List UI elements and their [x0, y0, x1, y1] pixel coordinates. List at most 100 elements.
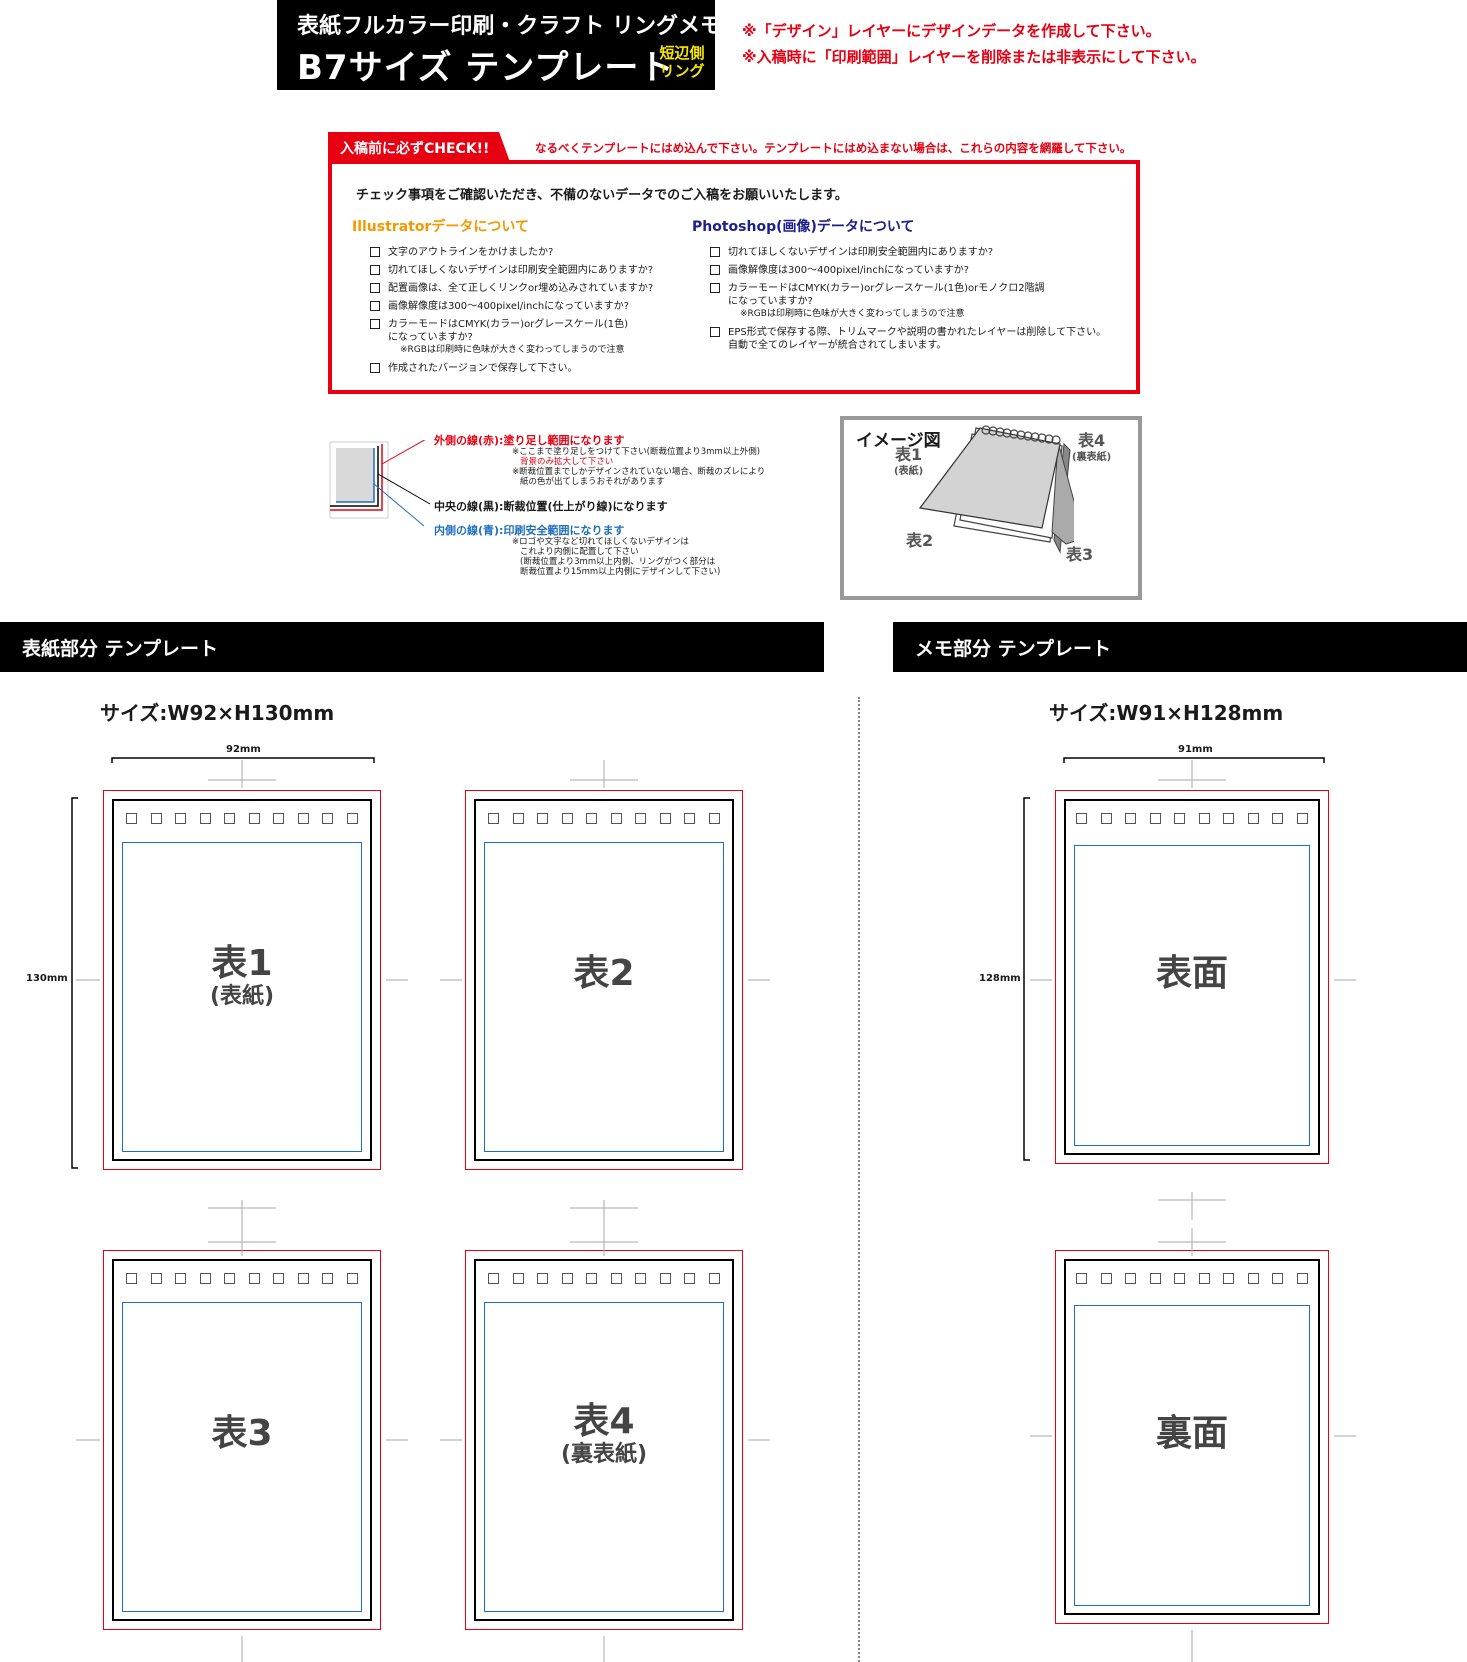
note-print-layer: ※入稿時に「印刷範囲」レイヤーを削除または非表示にして下さい。 — [742, 48, 1206, 66]
legend-inner-title: 内側の線(青):印刷安全範囲になります — [434, 524, 625, 537]
legend-middle-title: 中央の線(黒):断裁位置(仕上がり線)になります — [434, 500, 668, 513]
checkbox-icon[interactable] — [370, 265, 380, 275]
safe-area — [1074, 1305, 1310, 1606]
ring-holes — [126, 813, 358, 824]
image-label-1: 表1 (表紙) — [894, 445, 924, 477]
illustrator-checklist: 文字のアウトラインをかけましたか? 切れてほしくないデザインは印刷安全範囲内にあ… — [370, 246, 653, 380]
legend-inner-note1: ※ロゴや文字など切れてほしくないデザインは — [512, 537, 689, 547]
check-intro: チェック事項をご確認いただき、不備のないデータでのご入稿をお願いいたします。 — [356, 188, 848, 203]
safe-area — [484, 842, 724, 1152]
dimension-lines — [71, 757, 1325, 1169]
panel-label: 表2 — [573, 953, 635, 994]
list-item: 画像解像度は300〜400pixel/inchになっていますか? — [710, 264, 1106, 277]
safe-area — [484, 1302, 724, 1612]
list-item: 画像解像度は300〜400pixel/inchになっていますか? — [370, 300, 653, 313]
check-panel: チェック事項をご確認いただき、不備のないデータでのご入稿をお願いいたします。 I… — [328, 160, 1140, 394]
legend-inner-note4: 断裁位置より15mm以上内側にデザインして下さい) — [520, 567, 721, 577]
checkbox-icon[interactable] — [370, 301, 380, 311]
list-item: 切れてほしくないデザインは印刷安全範囲内にありますか? — [710, 246, 1106, 259]
memo-panel-back: 裏面 — [1055, 1250, 1329, 1624]
image-label-3: 表3 — [1066, 545, 1094, 564]
trim-line — [1064, 1259, 1320, 1615]
note-design-layer: ※「デザイン」レイヤーにデザインデータを作成して下さい。 — [742, 22, 1161, 40]
bleed-line — [1055, 790, 1329, 1164]
legend-outer-note2: 背景のみ拡大して下さい — [520, 457, 614, 467]
item-sub: になっていますか? — [728, 296, 813, 307]
list-item: 配置画像は、全て正しくリンクor埋め込みされていますか? — [370, 282, 653, 295]
image-label-4: 表4 (裏表紙) — [1072, 431, 1112, 463]
cover-section-title: 表紙部分 テンプレート — [0, 622, 824, 672]
trim-line — [474, 799, 734, 1161]
panel-label: 裏面 — [1155, 1413, 1228, 1454]
memo-size-label: サイズ:W91×H128mm — [1049, 701, 1284, 725]
panel-label: 表4 (裏表紙) — [560, 1401, 648, 1468]
badge-line2: リング — [659, 62, 705, 80]
legend-outer-title: 外側の線(赤):塗り足し範囲になります — [434, 434, 625, 447]
list-item: 切れてほしくないデザインは印刷安全範囲内にありますか? — [370, 264, 653, 277]
cover-size-label: サイズ:W92×H130mm — [100, 701, 335, 725]
crop-marks — [76, 760, 1356, 1662]
legend-outer-note4: 紙の色が出てしまうおそれがあります — [520, 477, 665, 487]
memo-panel-front: 表面 — [1055, 790, 1329, 1164]
ring-holes — [488, 1273, 720, 1284]
list-item: 文字のアウトラインをかけましたか? — [370, 246, 653, 259]
memo-section-title: メモ部分 テンプレート — [893, 622, 1467, 672]
bleed-line — [103, 790, 381, 1170]
trim-line — [1064, 799, 1320, 1155]
checkbox-icon[interactable] — [370, 319, 380, 329]
cover-panel-3: 表3 — [103, 1250, 381, 1630]
title-line1: 表紙フルカラー印刷・クラフト リングメモ — [297, 14, 723, 39]
memo-height-label: 128mm — [979, 973, 1021, 984]
list-item: カラーモードはCMYK(カラー)orグレースケール(1色)orモノクロ2階調 に… — [710, 282, 1106, 321]
checkbox-icon[interactable] — [370, 283, 380, 293]
memo-width-label: 91mm — [1178, 744, 1213, 755]
checkbox-icon[interactable] — [710, 283, 720, 293]
ring-holes — [126, 1273, 358, 1284]
bleed-line — [465, 790, 743, 1170]
list-item: 作成されたバージョンで保存して下さい。 — [370, 362, 653, 375]
image-diagram-title: イメージ図 — [856, 431, 941, 451]
notebook-illustration — [918, 425, 1074, 554]
check-tab: 入稿前に必ずCHECK!! — [328, 132, 510, 162]
legend-inner-note2: これより内側に配置して下さい — [520, 547, 639, 557]
checkbox-icon[interactable] — [710, 327, 720, 337]
cover-panel-1: 表1 (表紙) — [103, 790, 381, 1170]
ring-holes — [1076, 1273, 1308, 1284]
line-legend-figure — [329, 440, 431, 527]
badge-line1: 短辺側 — [659, 44, 705, 62]
image-label-2: 表2 — [906, 531, 934, 550]
trim-line — [474, 1259, 734, 1621]
cover-panel-4: 表4 (裏表紙) — [465, 1250, 743, 1630]
panel-label: 表3 — [211, 1413, 273, 1454]
item-sub: になっていますか? — [388, 332, 473, 343]
safe-area — [1074, 845, 1310, 1146]
trim-line — [112, 799, 372, 1161]
checkbox-icon[interactable] — [370, 247, 380, 257]
checkbox-icon[interactable] — [710, 247, 720, 257]
item-note: ※RGBは印刷時に色味が大きく変わってしまうので注意 — [400, 345, 625, 355]
check-tab-note: なるべくテンプレートにはめ込んで下さい。テンプレートにはめ込まない場合は、これら… — [535, 141, 1132, 155]
legend-outer-note3: ※断裁位置までしかデザインされていない場合、断裁のズレにより — [512, 467, 766, 477]
cover-panel-2: 表2 — [465, 790, 743, 1170]
image-diagram: イメージ図 表1 (表紙) 表2 表3 表4 (裏表紙) — [840, 416, 1142, 600]
cover-width-label: 92mm — [226, 744, 261, 755]
safe-area — [122, 1302, 362, 1612]
legend-inner-note3: (断裁位置より3mm以上内側、リングがつく部分は — [520, 557, 716, 567]
item-note: ※RGBは印刷時に色味が大きく変わってしまうので注意 — [740, 309, 965, 319]
list-item: カラーモードはCMYK(カラー)orグレースケール(1色) になっていますか? … — [370, 318, 653, 357]
checkbox-icon[interactable] — [370, 363, 380, 373]
panel-label: 表面 — [1155, 953, 1228, 994]
title-line2: B7サイズ テンプレート — [297, 48, 675, 88]
list-item: EPS形式で保存する際、トリムマークや説明の書かれたレイヤーは削除して下さい。 … — [710, 326, 1106, 352]
ring-holes — [1076, 813, 1308, 824]
legend-outer-note1: ※ここまで塗り足しをつけて下さい(断裁位置より3mm以上外側) — [512, 447, 761, 457]
title-block: 表紙フルカラー印刷・クラフト リングメモ B7サイズ テンプレート 短辺側 リン… — [277, 0, 722, 90]
cover-height-label: 130mm — [26, 973, 68, 984]
trim-line — [112, 1259, 372, 1621]
ring-holes — [488, 813, 720, 824]
ring-side-badge: 短辺側 リング — [653, 44, 711, 80]
checkbox-icon[interactable] — [710, 265, 720, 275]
item-sub: 自動で全てのレイヤーが統合されてしまいます。 — [728, 340, 947, 351]
panel-label: 表1 (表紙) — [209, 943, 275, 1010]
section-divider — [858, 697, 860, 1662]
